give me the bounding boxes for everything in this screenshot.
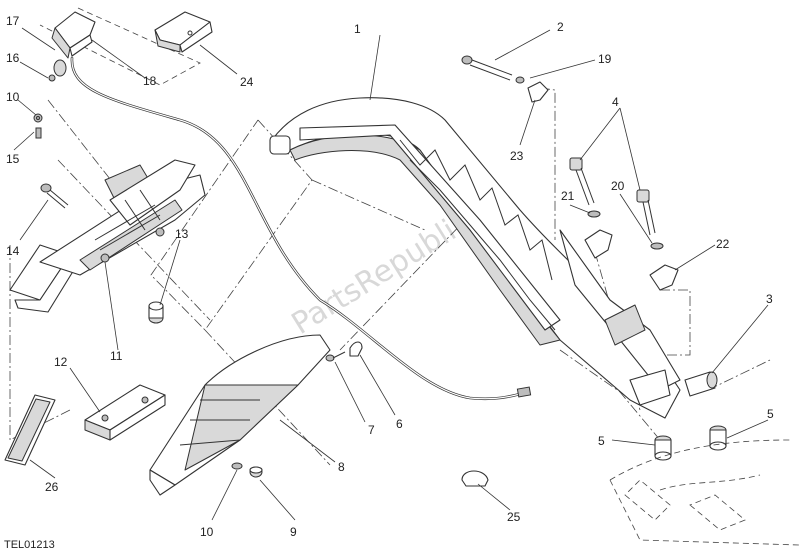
callout-9: 9 xyxy=(290,525,297,539)
rear-subframe-part xyxy=(269,97,681,419)
plate-light-part xyxy=(48,11,96,82)
callout-14: 14 xyxy=(6,244,20,258)
callout-3: 3 xyxy=(766,292,773,306)
callout-1: 1 xyxy=(354,22,361,36)
nut-washer-bottom xyxy=(231,462,263,478)
license-plate-cover-part xyxy=(149,334,331,496)
callout-10b: 10 xyxy=(200,525,214,539)
screw-clip-center xyxy=(325,341,363,362)
cable-connector xyxy=(516,386,532,398)
callout-labels: 1 2 3 4 5 5 6 7 8 9 10 10 11 12 13 14 15… xyxy=(6,14,774,539)
callout-7: 7 xyxy=(368,423,375,437)
reflector-part xyxy=(4,394,56,466)
callout-16: 16 xyxy=(6,51,20,65)
watermark-text: PartsRepublik xyxy=(286,204,478,342)
callout-11: 11 xyxy=(110,349,123,363)
cable-tie-part xyxy=(461,470,489,487)
callout-5b: 5 xyxy=(598,434,605,448)
leader-lines xyxy=(13,27,769,521)
main-frame-outline xyxy=(609,439,799,546)
callout-20: 20 xyxy=(611,179,625,193)
callout-26: 26 xyxy=(45,480,59,494)
callout-15: 15 xyxy=(6,152,20,166)
grommet-part xyxy=(148,301,164,324)
callout-12: 12 xyxy=(54,355,68,369)
drawing-code: TEL01213 xyxy=(4,539,55,551)
fasteners-top-left xyxy=(33,113,69,209)
callout-10a: 10 xyxy=(6,90,20,104)
callout-8: 8 xyxy=(338,460,345,474)
callout-23: 23 xyxy=(510,149,524,163)
callout-21: 21 xyxy=(561,189,575,203)
callout-2: 2 xyxy=(557,20,564,34)
license-plate-holder-part xyxy=(9,159,206,313)
callout-4: 4 xyxy=(612,95,619,109)
reflector-plate-part xyxy=(84,384,166,441)
callout-17: 17 xyxy=(6,14,20,28)
light-unit-part xyxy=(154,11,213,53)
callout-19: 19 xyxy=(598,52,612,66)
callout-6: 6 xyxy=(396,417,403,431)
callout-22: 22 xyxy=(716,237,730,251)
callout-18: 18 xyxy=(143,74,157,88)
callout-5a: 5 xyxy=(767,407,774,421)
callout-25: 25 xyxy=(507,510,521,524)
callout-24: 24 xyxy=(240,75,254,89)
callout-13: 13 xyxy=(175,227,189,241)
hardware-right xyxy=(461,55,727,461)
